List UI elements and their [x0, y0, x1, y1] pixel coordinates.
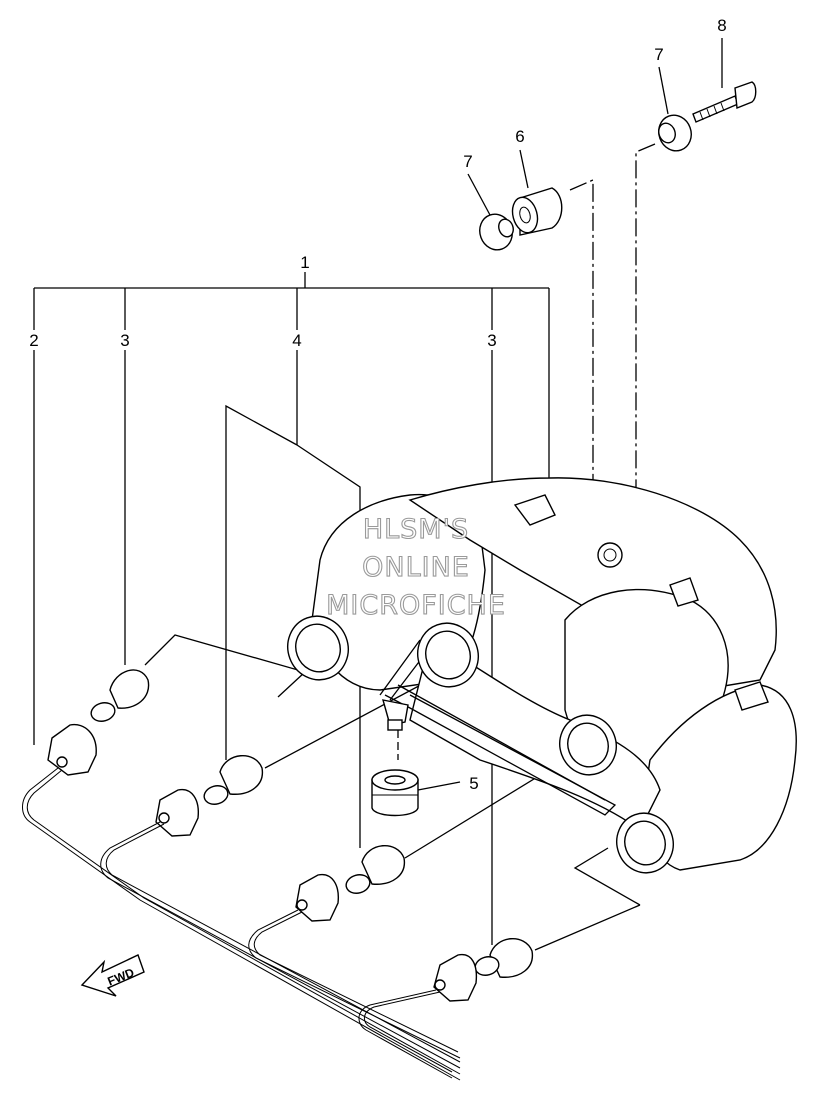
- forward-arrow-icon: FWD: [80, 954, 145, 997]
- bolt: [692, 81, 757, 123]
- assembly-bracket: [33, 272, 550, 478]
- damper: [511, 187, 563, 236]
- callout-3-right: 3: [487, 331, 496, 350]
- callout-8: 8: [717, 16, 726, 35]
- socket-center-left: [417, 622, 479, 688]
- grommet: [371, 769, 419, 817]
- callout-7-left: 7: [463, 152, 472, 171]
- washer-left: [479, 213, 514, 251]
- watermark-line-2: ONLINE: [362, 552, 470, 583]
- watermark: HLSM'S ONLINE MICROFICHE: [326, 513, 506, 621]
- bulb-lower: [345, 844, 406, 894]
- callout-1: 1: [300, 253, 309, 272]
- callout-4: 4: [292, 331, 301, 350]
- bulb-right: [474, 937, 534, 978]
- callout-3-left: 3: [120, 331, 129, 350]
- watermark-line-3: MICROFICHE: [326, 590, 506, 621]
- bulb-left: [90, 669, 150, 722]
- bulb-center: [203, 754, 264, 805]
- socket-right: [616, 812, 674, 874]
- leader-lines: [33, 143, 656, 951]
- callout-2: 2: [29, 331, 38, 350]
- callout-6: 6: [515, 127, 524, 146]
- callout-5: 5: [469, 774, 478, 793]
- washer-right: [658, 114, 692, 152]
- callout-7-right: 7: [654, 45, 663, 64]
- callout-labels: 1 2 3 4 3 5 6 7 7 8: [29, 16, 726, 793]
- headlight-housing: [287, 477, 797, 874]
- wire-harness: [22, 723, 478, 1081]
- socket-center: [559, 714, 617, 776]
- watermark-line-1: HLSM'S: [363, 514, 469, 545]
- socket-left: [287, 615, 349, 681]
